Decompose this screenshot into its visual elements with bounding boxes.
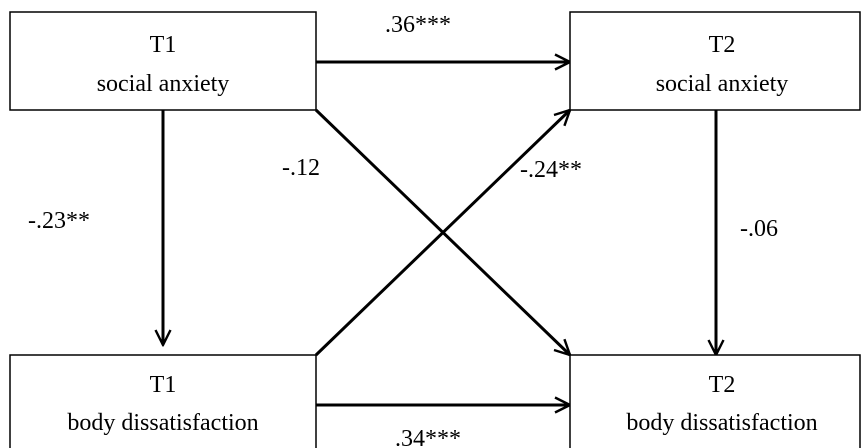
node-t1-social-anxiety-time: T1 [150, 32, 177, 58]
node-t2-body-dissatisfaction-time: T2 [709, 372, 736, 398]
label-t1bd-t2sa: -.24** [520, 157, 582, 183]
node-t1-body-dissatisfaction: T1 body dissatisfaction [9, 354, 317, 448]
label-t1sa-t2sa: .36*** [385, 12, 451, 38]
label-t1sa-t2bd: -.12 [282, 155, 320, 181]
label-t1bd-t2bd: .34*** [395, 426, 461, 448]
label-t1sa-t1bd: -.23** [28, 208, 90, 234]
node-t2-social-anxiety-label: social anxiety [656, 71, 789, 97]
node-t1-social-anxiety: T1 social anxiety [9, 11, 317, 111]
node-t2-social-anxiety: T2 social anxiety [569, 11, 861, 111]
node-t2-body-dissatisfaction-label: body dissatisfaction [626, 410, 817, 436]
node-t1-body-dissatisfaction-time: T1 [150, 372, 177, 398]
node-t1-body-dissatisfaction-label: body dissatisfaction [67, 410, 258, 436]
node-t2-social-anxiety-time: T2 [709, 32, 736, 58]
label-t2sa-t2bd: -.06 [740, 216, 778, 242]
node-t1-social-anxiety-label: social anxiety [97, 71, 230, 97]
node-t2-body-dissatisfaction: T2 body dissatisfaction [569, 354, 861, 448]
edge-t1bd-t2sa [314, 110, 570, 357]
